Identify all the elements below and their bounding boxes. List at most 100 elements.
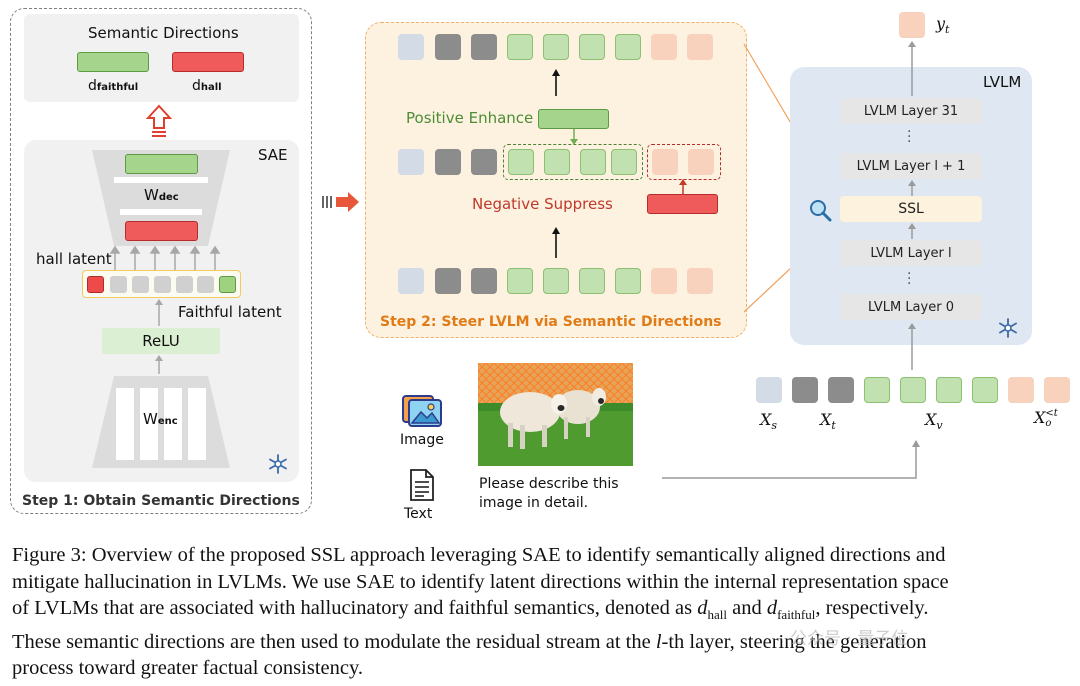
vertical-ellipsis: ··· [907, 124, 912, 150]
lvlm-title: LVLM [983, 73, 1022, 91]
up-arrow-icon [908, 323, 916, 370]
visual-enhance-group [503, 144, 643, 180]
up-arrow-icon [908, 223, 916, 239]
token-output [651, 34, 677, 60]
xs-label: Xs [760, 410, 778, 433]
lvlm-layer-31: LVLM Layer 31 [840, 98, 982, 124]
semantic-directions-title: Semantic Directions [88, 24, 239, 42]
token-system [398, 34, 424, 60]
d-hall-label: dhall [192, 78, 222, 94]
input-connector-line [662, 440, 920, 479]
token-text [828, 377, 854, 403]
positive-enhance-label: Positive Enhance [406, 109, 534, 127]
token-system [756, 377, 782, 403]
token-system [398, 149, 424, 175]
output-token-label: yt [936, 14, 950, 37]
snowflake-icon [999, 318, 1017, 338]
w-enc-label: Wenc [143, 410, 178, 428]
latent-cell [176, 276, 193, 293]
caption-line: of LVLMs that are associated with halluc… [12, 597, 929, 623]
step2-caption: Step 2: Steer LVLM via Semantic Directio… [380, 314, 722, 330]
sheep-photo [478, 363, 633, 466]
text-document-icon [410, 469, 434, 501]
encoder-trapezoid [92, 376, 230, 468]
token-visual [615, 34, 641, 60]
token-visual [972, 377, 998, 403]
hall-latent-label: hall latent [36, 250, 112, 268]
xt-label: Xt [820, 410, 836, 433]
token-output [687, 268, 713, 294]
text-label: Text [404, 506, 433, 522]
up-arrow-icon [155, 299, 163, 326]
token-visual [900, 377, 926, 403]
negative-direction-bar [647, 194, 718, 214]
token-text [435, 149, 461, 175]
output-token [899, 12, 925, 38]
image-icon [402, 395, 442, 427]
figure-caption: Figure 3: Overview of the proposed SSL a… [12, 542, 1072, 682]
token-text [435, 34, 461, 60]
xv-label: Xv [925, 410, 943, 433]
d-faithful-bar [77, 52, 149, 72]
image-label: Image [400, 432, 444, 448]
token-output [652, 149, 678, 175]
latent-cell [132, 276, 149, 293]
token-visual [864, 377, 890, 403]
magnifier-icon [810, 200, 832, 222]
token-visual [544, 149, 570, 175]
latent-cell [110, 276, 127, 293]
token-visual [579, 268, 605, 294]
token-visual [507, 34, 533, 60]
latent-cell-hall [87, 276, 104, 293]
token-visual [508, 149, 534, 175]
token-visual [507, 268, 533, 294]
token-visual [543, 268, 569, 294]
token-visual [543, 34, 569, 60]
faithful-latent-label: Faithful latent [178, 303, 282, 321]
token-system [398, 268, 424, 294]
up-arrow-icon [552, 69, 560, 96]
token-visual [580, 149, 606, 175]
token-text [471, 34, 497, 60]
token-text [435, 268, 461, 294]
lvlm-layer-l-plus-1: LVLM Layer l + 1 [840, 153, 982, 179]
sae-label: SAE [258, 146, 288, 164]
latent-cell [197, 276, 214, 293]
relu-block: ReLU [102, 328, 220, 354]
token-visual [615, 268, 641, 294]
w-dec-label: Wdec [144, 186, 179, 204]
token-output [688, 149, 714, 175]
right-arrow-icon [322, 192, 359, 212]
caption-line: mitigate hallucination in LVLMs. We use … [12, 570, 949, 593]
snowflake-icon [269, 454, 287, 474]
vertical-ellipsis: ··· [907, 266, 912, 292]
token-text [792, 377, 818, 403]
lvlm-layer-0: LVLM Layer 0 [840, 294, 982, 320]
token-output [651, 268, 677, 294]
token-visual [611, 149, 637, 175]
up-arrow-icon [908, 41, 916, 96]
d-hall-bar [172, 52, 244, 72]
decoder-output-bar [125, 154, 198, 174]
step1-caption: Step 1: Obtain Semantic Directions [22, 493, 300, 509]
down-arrow-icon [570, 129, 578, 145]
positive-direction-bar [538, 109, 609, 129]
latent-cell-faithful [219, 276, 236, 293]
prompt-line-1: Please describe this [479, 476, 619, 492]
latent-up-arrows [109, 245, 221, 272]
semantic-directions-box [24, 14, 299, 102]
up-arrow-icon [908, 180, 916, 196]
caption-line: Figure 3: Overview of the proposed SSL a… [12, 544, 946, 566]
lvlm-layer-l: LVLM Layer l [840, 240, 982, 266]
ssl-layer: SSL [840, 196, 982, 222]
token-output [1008, 377, 1034, 403]
up-arrow-icon [552, 227, 560, 258]
watermark: 公众号 · 量子位 [790, 629, 909, 649]
up-arrow-icon [146, 104, 172, 137]
up-arrow-icon [155, 355, 163, 374]
step1-panel [10, 8, 312, 514]
token-output [687, 34, 713, 60]
prompt-line-2: image in detail. [479, 495, 589, 511]
up-arrow-icon [679, 179, 687, 195]
